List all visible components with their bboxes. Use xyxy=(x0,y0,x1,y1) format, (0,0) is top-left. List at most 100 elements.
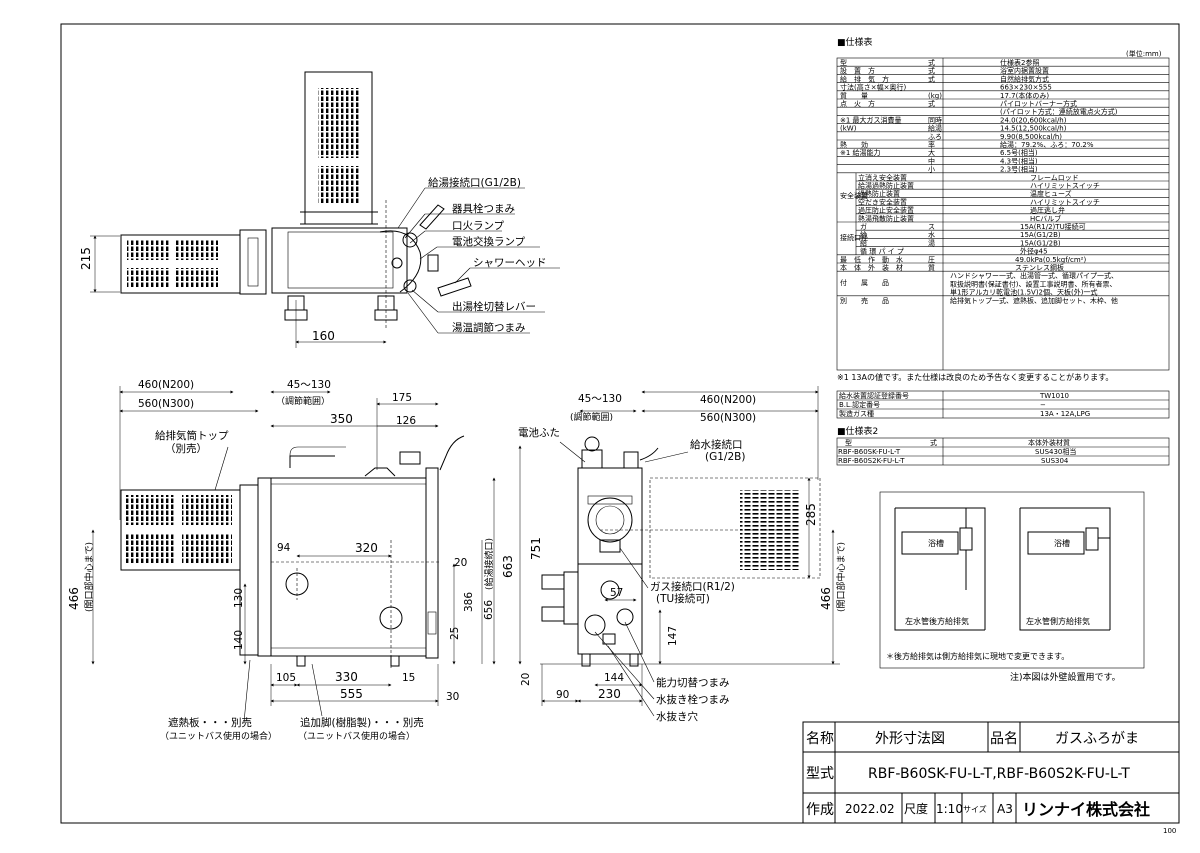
dim-105: 105 xyxy=(276,672,296,684)
side-dim-147: 147 xyxy=(667,626,679,646)
spec-safety-group: 安全装置 xyxy=(840,191,868,200)
spec-row-label: 給 排 気 方 xyxy=(840,74,889,83)
label-capacity-knob: 能力切替つまみ xyxy=(656,676,730,689)
spec-row-value: 浴室内据置設置 xyxy=(1000,66,1049,75)
sheet-border xyxy=(60,23,1180,824)
spec-safety-label: 過圧防止安全装置 xyxy=(858,206,914,215)
spec-row-sub: 率 xyxy=(928,140,935,149)
spec-conn-label: 給 xyxy=(860,238,867,247)
spec-accessory-line: ハンドシャワー一式、出湯管一式、循環パイプ一式、 xyxy=(950,271,1118,280)
spec-row-value: 2.3号(相当) xyxy=(1000,165,1038,174)
spec-safety-value: 過圧逃し弁 xyxy=(1030,206,1065,215)
label-faucet-knob: 器具栓つまみ xyxy=(452,202,515,215)
label-adjust-range: （調節範囲） xyxy=(276,395,330,407)
spec-row-sub: 式 xyxy=(928,58,935,67)
label-water-inlet-spec: (G1/2B) xyxy=(705,451,745,463)
spec-separate-value: 給排気トップ一式、遮熱板、追加脚セット、木枠、他 xyxy=(950,296,1118,305)
table2-material-2: SUS304 xyxy=(1041,457,1069,465)
dim-20a: 20 xyxy=(454,557,467,569)
spec-row-sub: 同時 xyxy=(928,116,942,124)
spec-conn-value: 外径φ45 xyxy=(1020,247,1048,256)
dim-25: 25 xyxy=(449,627,461,640)
spec-row-value: 14.5(12,500kcal/h) xyxy=(1000,125,1067,133)
spec-row-label: (kW) xyxy=(840,125,857,133)
spec-row-label: ※1 最大ガス消費量 xyxy=(840,115,902,124)
spec-conn-value: 15A(R1/2)TU接続可 xyxy=(1020,222,1086,231)
label-drain-knob: 水抜き栓つまみ xyxy=(656,693,730,706)
spec-row-label: 寸法(高さ×幅×奥行) xyxy=(840,83,906,92)
dim-45-130: 45～130 xyxy=(287,379,331,391)
spec-accessory-line: 単1形アルカリ乾電池(1.5V)2個、天板(外)一式 xyxy=(950,288,1097,297)
spec-row-value: 663×230×555 xyxy=(1000,84,1052,92)
table2-head-model: 型 xyxy=(845,438,852,447)
spec-row-value: 自然給排気方式 xyxy=(1000,74,1049,83)
label-opening-center-left: (開口部中心まで) xyxy=(83,542,95,612)
spec-row-sub: (kg) xyxy=(928,92,942,100)
side-dim-560: 560(N300) xyxy=(700,412,756,424)
spec-row-value: 24.0(20,600kcal/h) xyxy=(1000,116,1067,124)
label-flue-top: 給排気筒トップ xyxy=(155,429,229,442)
tb-product-label: 品名 xyxy=(990,731,1018,747)
dim-751: 751 xyxy=(529,537,543,560)
spec-safety-label: 熱湯飛散防止装置 xyxy=(858,214,914,223)
label-pilot-lamp: 口火ランプ xyxy=(452,220,505,232)
dim-20b: 20 xyxy=(520,673,532,686)
spec-row-label: 点 火 方 xyxy=(840,99,875,108)
spec-safety-label: 過熱防止装置 xyxy=(858,189,900,198)
spec-row-sub: 大 xyxy=(928,148,935,157)
table2-title: ■仕様表2 xyxy=(837,425,878,437)
label-battery-lamp: 電池交換ランプ xyxy=(452,235,526,248)
spec-conn-value: 15A(G1/2B) xyxy=(1020,231,1061,239)
small-row-value: 13A・12A,LPG xyxy=(1040,410,1090,418)
tb-date-label: 作成 xyxy=(806,802,834,818)
spec-row-label: 熱 効 xyxy=(840,140,868,149)
dim-215: 215 xyxy=(79,247,93,270)
table2-head-shiki: 式 xyxy=(930,438,937,447)
tb-model-value: RBF-B60SK-FU-L-T,RBF-B60S2K-FU-L-T xyxy=(868,766,1130,782)
install-diagrams: 浴槽 左水管後方給排気 浴槽 左水管側方給排気 ＊後方給排気は側方給排気に現地で… xyxy=(879,491,1145,683)
dim-140: 140 xyxy=(233,630,245,650)
tb-model-label: 型式 xyxy=(806,766,834,782)
table2-material-1: SUS430相当 xyxy=(1035,447,1076,456)
dim-130: 130 xyxy=(233,588,245,608)
dim-460: 460(N200) xyxy=(138,379,194,391)
spec-safety-label: 立消え安全装置 xyxy=(858,173,907,182)
spec-row2-label: 最 低 作 動 水 xyxy=(840,255,903,264)
spec-accessory-label: 付 属 品 xyxy=(840,278,889,287)
spec-accessory-line: 取扱説明書(保証書付)、設置工事説明書、所有者票、 xyxy=(950,279,1116,288)
side-dim-466: 466 xyxy=(819,587,833,610)
spec-row-label: 設 置 方 xyxy=(840,66,875,75)
corner-number: 100 xyxy=(1163,827,1176,835)
label-gas-inlet: ガス接続口(R1/2) xyxy=(650,580,735,593)
tb-size-value: A3 xyxy=(997,802,1013,816)
small-row-value: TW1010 xyxy=(1039,392,1069,400)
spec-safety-label: 給湯過熱防止装置 xyxy=(858,181,914,190)
table2-head-material: 本体外装材質 xyxy=(1028,438,1070,447)
label-water-inlet: 給水接続口 xyxy=(690,438,743,451)
label-drain-hole: 水抜き穴 xyxy=(656,710,698,723)
small-row-label: B.L.認定番号 xyxy=(839,400,880,409)
tb-size-label: サイズ xyxy=(963,804,987,814)
spec-row-sub: 小 xyxy=(928,165,935,174)
side-label-adjust-range: (調節範囲) xyxy=(570,411,613,423)
spec-row-label: 質 量 xyxy=(840,91,868,100)
spec-row-value: パイロットバーナー方式 xyxy=(1000,99,1077,108)
spec-row-value: 17.7(本体のみ) xyxy=(1000,91,1049,100)
spec-conn-sub: 水 xyxy=(928,230,935,239)
front-view: 460(N200) 560(N300) 45～130 （調節範囲） 175 35… xyxy=(67,379,543,742)
caption-rear: 左水管後方給排気 xyxy=(905,616,969,626)
dim-555-front: 555 xyxy=(340,687,363,701)
spec-row2-label: 本 体 外 装 材 xyxy=(840,263,903,272)
side-dim-144: 144 xyxy=(604,672,624,684)
dim-656: 656 xyxy=(483,600,495,620)
label-hot-outlet-vertical: (給湯接続口) xyxy=(483,538,495,590)
dim-160: 160 xyxy=(312,329,335,343)
spec-row-value: 6.5号(相当) xyxy=(1000,148,1038,157)
spec-row-label: ※1 給湯能力 xyxy=(840,148,881,157)
spec-row-sub: 中 xyxy=(928,156,935,165)
spec-table: ■仕様表 (単位:mm) 型式仕様表2参照設 置 方式浴室内据置設置給 排 気 … xyxy=(836,36,1170,466)
spec-row2-value: 49.0kPa(0.5kgf/cm²) xyxy=(1015,256,1086,264)
dim-94: 94 xyxy=(277,542,291,554)
bath-label-right: 浴槽 xyxy=(1054,538,1070,548)
